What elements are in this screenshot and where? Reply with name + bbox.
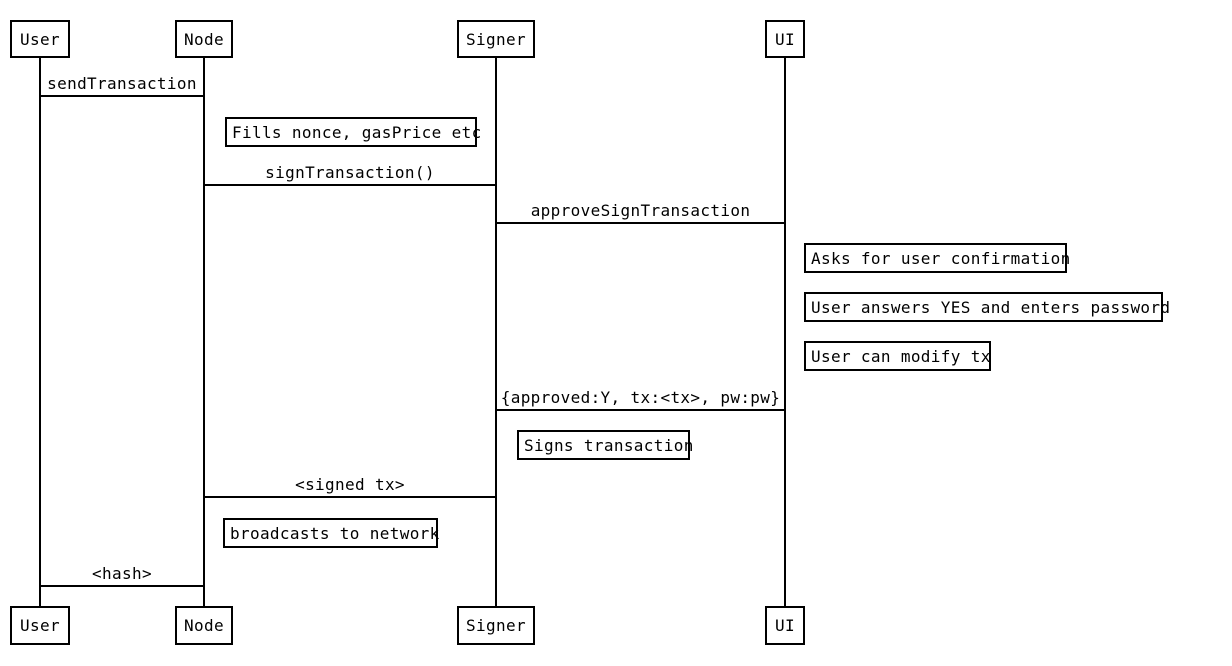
- note-broadcasts-to-network: broadcasts to network: [223, 518, 440, 548]
- actor-label-node-bottom: Node: [184, 616, 224, 635]
- message-signed-tx: <signed tx>: [204, 471, 496, 498]
- actor-box-signer-top: Signer: [457, 20, 535, 58]
- note-user-can-modify-tx: User can modify tx: [804, 341, 991, 371]
- actor-label-ui-top: UI: [775, 29, 795, 49]
- note-signs-transaction: Signs transaction: [517, 430, 693, 460]
- lifeline-user: [39, 58, 41, 606]
- message-label-approve-sign-transaction: approveSignTransaction: [530, 201, 751, 220]
- actor-box-user-bottom: User: [10, 606, 70, 645]
- message-label-approved-return: {approved:Y, tx:<tx>, pw:pw}: [500, 388, 781, 407]
- actor-label-signer-bottom: Signer: [466, 616, 526, 635]
- actor-label-user-bottom: User: [20, 616, 60, 635]
- note-user-answers-yes: User answers YES and enters password: [804, 292, 1170, 322]
- note-text-broadcasts-to-network: broadcasts to network: [230, 523, 440, 543]
- actor-box-ui-bottom: UI: [765, 606, 805, 645]
- note-text-signs-transaction: Signs transaction: [524, 435, 694, 455]
- message-label-signed-tx: <signed tx>: [295, 475, 405, 494]
- lifeline-signer: [495, 58, 497, 606]
- note-text-user-answers-yes: User answers YES and enters password: [811, 297, 1171, 317]
- actor-label-ui-bottom: UI: [775, 616, 795, 635]
- actor-label-node-top: Node: [184, 29, 224, 49]
- actor-box-user-top: User: [10, 20, 70, 58]
- message-send-transaction: sendTransaction: [40, 70, 204, 97]
- actor-box-node-bottom: Node: [175, 606, 233, 645]
- actor-box-signer-bottom: Signer: [457, 606, 535, 645]
- actor-box-ui-top: UI: [765, 20, 805, 58]
- note-text-user-can-modify-tx: User can modify tx: [811, 346, 991, 366]
- note-text-fills-nonce: Fills nonce, gasPrice etc: [232, 122, 482, 142]
- message-label-hash: <hash>: [92, 564, 152, 583]
- message-hash: <hash>: [40, 560, 204, 587]
- message-label-send-transaction: sendTransaction: [47, 74, 197, 93]
- lifeline-node: [203, 58, 205, 606]
- actor-box-node-top: Node: [175, 20, 233, 58]
- message-approve-sign-transaction: approveSignTransaction: [496, 197, 785, 224]
- note-text-asks-confirmation: Asks for user confirmation: [811, 248, 1071, 268]
- message-sign-transaction: signTransaction(): [204, 159, 496, 186]
- message-label-sign-transaction: signTransaction(): [265, 163, 435, 182]
- actor-label-signer-top: Signer: [466, 29, 526, 49]
- note-fills-nonce: Fills nonce, gasPrice etc: [225, 117, 481, 147]
- note-asks-confirmation: Asks for user confirmation: [804, 243, 1070, 273]
- actor-label-user-top: User: [20, 29, 60, 49]
- lifeline-ui: [784, 58, 786, 606]
- message-approved-return: {approved:Y, tx:<tx>, pw:pw}: [496, 384, 785, 411]
